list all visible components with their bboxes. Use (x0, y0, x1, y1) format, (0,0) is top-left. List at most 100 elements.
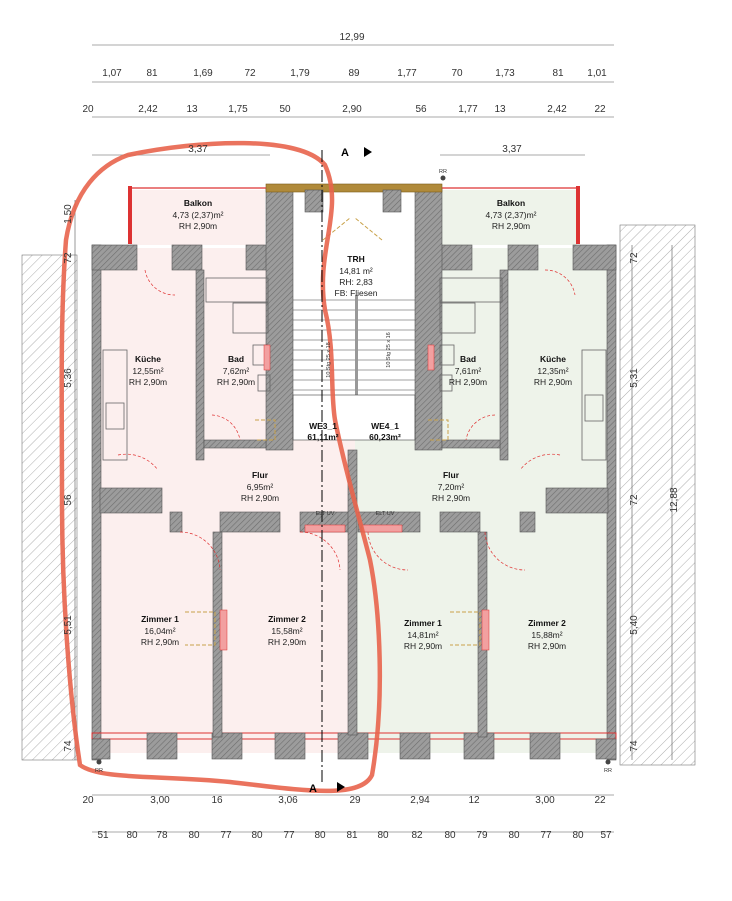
unit-left-label: WE3_1 61,11m² (307, 421, 338, 442)
rr-label: RR (439, 169, 447, 175)
room-area: 4,73 (2,37)m² (172, 210, 223, 220)
dim-label: 12 (468, 795, 480, 806)
room-name: Zimmer 2 (268, 614, 306, 624)
room-height: RH 2,90m (449, 377, 487, 387)
room-name: Flur (443, 470, 460, 480)
room-left-zimmer1: Zimmer 1 16,04m² RH 2,90m (141, 614, 179, 647)
neighbour-walls (21, 224, 696, 766)
room-area: 7,61m² (455, 366, 482, 376)
dim-balcony-right: 3,37 (502, 144, 522, 155)
room-area: 7,62m² (223, 366, 250, 376)
dim-label: 16 (211, 795, 223, 806)
room-height: RH 2,90m (179, 221, 217, 231)
dim-label: 13 (186, 104, 198, 115)
dim-label: 80 (251, 830, 263, 841)
room-right-flur: Flur 7,20m² RH 2,90m (432, 470, 470, 503)
room-name: Zimmer 1 (404, 618, 442, 628)
room-area: 15,58m² (271, 626, 302, 636)
room-height: RH 2,90m (141, 637, 179, 647)
room-area: 12,55m² (132, 366, 163, 376)
top-dimensions: 12,99 1,07 81 1,69 72 1,79 89 1,77 70 1,… (82, 32, 607, 155)
room-right-zimmer1: Zimmer 1 14,81m² RH 2,90m (404, 618, 442, 651)
dim-label: 81 (346, 830, 358, 841)
section-markers: A A (309, 147, 349, 795)
dim-label: 1,79 (290, 68, 310, 79)
room-area: 7,20m² (438, 482, 465, 492)
dim-label: 80 (444, 830, 456, 841)
dim-label: 3,00 (150, 795, 170, 806)
dim-label: 5,51 (63, 615, 74, 635)
unit-name: WE4_1 (371, 421, 399, 431)
room-left-flur: Flur 6,95m² RH 2,90m (241, 470, 279, 503)
unit-name: WE3_1 (309, 421, 337, 431)
dim-label: 72 (244, 68, 256, 79)
stair-steps-left: 10 Stg 25 x 18 (326, 342, 332, 377)
dim-row2: 20 2,42 13 1,75 50 2,90 56 1,77 13 2,42 … (82, 104, 606, 115)
stair-floor: FB: Fliesen (335, 288, 378, 298)
section-line (321, 147, 372, 792)
room-height: RH 2,90m (432, 493, 470, 503)
dim-label: 20 (82, 104, 94, 115)
stair-name: TRH (347, 254, 364, 264)
right-dimensions: 72 5,31 72 5,40 74 12,88 (629, 252, 680, 752)
room-left-balkon: Balkon 4,73 (2,37)m² RH 2,90m (172, 198, 223, 231)
dim-label: 72 (629, 252, 640, 264)
room-area: 12,35m² (537, 366, 568, 376)
room-height: RH 2,90m (528, 641, 566, 651)
dim-label: 80 (508, 830, 520, 841)
doors (117, 269, 576, 571)
room-height: RH 2,90m (241, 493, 279, 503)
dim-label: 80 (188, 830, 200, 841)
room-left-kueche: Küche 12,55m² RH 2,90m (129, 354, 167, 387)
dim-label: 2,42 (138, 104, 158, 115)
stairwell-label: TRH 14,81 m² RH: 2,83 FB: Fliesen 10 Stg… (326, 254, 392, 378)
dim-label: 56 (415, 104, 427, 115)
dim-label: 5,40 (629, 615, 640, 635)
dim-label: 78 (156, 830, 168, 841)
rr-label: RR (95, 768, 103, 774)
room-height: RH 2,90m (268, 637, 306, 647)
dim-label: 29 (349, 795, 361, 806)
dim-label: 77 (283, 830, 295, 841)
dim-label: 13 (494, 104, 506, 115)
dim-label: 80 (377, 830, 389, 841)
stairwell-fill (293, 210, 415, 440)
room-name: Balkon (497, 198, 525, 208)
room-left-bad: Bad 7,62m² RH 2,90m (217, 354, 255, 387)
room-right-balkon: Balkon 4,73 (2,37)m² RH 2,90m (485, 198, 536, 231)
room-name: Zimmer 2 (528, 618, 566, 628)
dim-label: 80 (314, 830, 326, 841)
dim-label: 82 (411, 830, 423, 841)
dim-label: 1,50 (63, 204, 74, 224)
dimension-lines (74, 44, 673, 833)
dim-label: 1,07 (102, 68, 122, 79)
room-height: RH 2,90m (534, 377, 572, 387)
room-area: 4,73 (2,37)m² (485, 210, 536, 220)
dim-label: 79 (476, 830, 488, 841)
dim-label: 81 (552, 68, 564, 79)
dim-label: 77 (220, 830, 232, 841)
dim-label: 1,01 (587, 68, 607, 79)
dim-label: 50 (279, 104, 291, 115)
dim-label: 22 (594, 795, 606, 806)
door-marks (219, 344, 490, 651)
dim-label: 1,73 (495, 68, 515, 79)
room-area: 14,81m² (407, 630, 438, 640)
stair-steps-right: 10 Stg 25 x 16 (386, 332, 392, 367)
dim-row1: 1,07 81 1,69 72 1,79 89 1,77 70 1,73 81 … (102, 68, 607, 79)
room-name: Zimmer 1 (141, 614, 179, 624)
room-height: RH 2,90m (404, 641, 442, 651)
dim-label: 72 (63, 252, 74, 264)
room-height: RH 2,90m (129, 377, 167, 387)
highlight-outline (59, 140, 383, 794)
dim-label: 1,69 (193, 68, 213, 79)
room-left-zimmer2: Zimmer 2 15,58m² RH 2,90m (268, 614, 306, 647)
room-area: 6,95m² (247, 482, 274, 492)
left-dimensions: 1,50 72 5,36 56 5,51 74 (63, 204, 74, 752)
dim-label: 2,90 (342, 104, 362, 115)
dim-total-width: 12,99 (339, 32, 364, 43)
dim-label: 80 (572, 830, 584, 841)
dim-label: 80 (126, 830, 138, 841)
elt-markers: ELT UV ELT UV (316, 511, 395, 517)
